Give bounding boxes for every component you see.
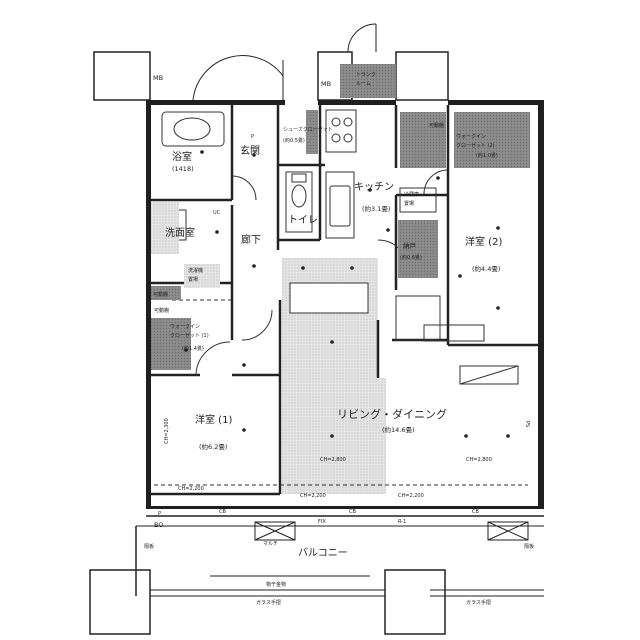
ceiling-height-5: CH=2,200 bbox=[398, 493, 424, 499]
balcony-label: バルコニー bbox=[298, 547, 348, 559]
kitchen-label: キッチン bbox=[354, 181, 394, 193]
p-marker-bottom: P bbox=[158, 511, 161, 517]
uc-marker: UC bbox=[213, 210, 221, 216]
shoe-closet-size: (約0.5畳) bbox=[283, 137, 305, 144]
nando-label: 納戸 bbox=[403, 241, 417, 250]
walkin1-label-2: クローゼット (1) bbox=[170, 332, 209, 339]
bath-label: 浴室 bbox=[172, 150, 192, 163]
western2-size: (約4.4畳) bbox=[472, 264, 500, 273]
ceiling-height-2: CH=2,800 bbox=[466, 457, 492, 463]
washroom-label: 洗面室 bbox=[165, 226, 195, 239]
walkin2-label-1: ウォークイン bbox=[456, 133, 486, 140]
side-panel-left: 隔板 bbox=[144, 543, 154, 550]
mb-label-left: MB bbox=[153, 74, 163, 82]
ceiling-height-1: CH=2,800 bbox=[320, 457, 346, 463]
p-marker: P bbox=[251, 134, 254, 140]
trunk-room-label-2: ルーム bbox=[356, 81, 371, 87]
living-floor bbox=[282, 258, 386, 494]
ps-marker: PS bbox=[524, 421, 530, 427]
movable-shelf-2: 可動棚 bbox=[429, 122, 444, 129]
multi-marker: マルチ bbox=[263, 541, 278, 547]
western2-label: 洋室 (2) bbox=[465, 235, 502, 248]
interior-walls bbox=[151, 105, 538, 496]
ceiling-lights bbox=[184, 150, 510, 438]
cb-marker-3: CB bbox=[472, 509, 479, 515]
cb-marker-2: CB bbox=[349, 509, 356, 515]
laundry-label-2: 置場 bbox=[188, 276, 198, 283]
shoe-closet-label: シューズクローゼット bbox=[283, 126, 333, 133]
shelving bbox=[151, 110, 530, 370]
cb-marker-1: CB bbox=[219, 509, 226, 515]
ceiling-height-3: CH=2,200 bbox=[178, 486, 204, 492]
living-label: リビング・ダイニング bbox=[337, 407, 447, 421]
western1-size: (約6.2畳) bbox=[199, 442, 227, 451]
nando-size: (約0.6畳) bbox=[400, 254, 422, 261]
movable-shelf-1: 可動棚 bbox=[153, 291, 168, 298]
entrance-label: 玄関 bbox=[240, 144, 260, 157]
trunk-room bbox=[340, 64, 396, 98]
ceiling-height-left: CH=2,300 bbox=[164, 418, 170, 444]
drying-rack-label: 物干金物 bbox=[266, 581, 286, 588]
r1-marker: R-1 bbox=[398, 519, 406, 525]
fix-marker: FIX bbox=[318, 519, 326, 525]
exterior-walls bbox=[93, 51, 544, 509]
bo-marker: BO bbox=[154, 521, 163, 529]
movable-shelf-3: 可動棚 bbox=[154, 307, 169, 314]
mb-label-right: MB bbox=[321, 80, 331, 88]
western1-label: 洋室 (1) bbox=[195, 413, 232, 426]
toilet-label: トイレ bbox=[288, 215, 318, 226]
walkin1-label-1: ウォークイン bbox=[170, 323, 200, 330]
kitchen-size: (約3.1畳) bbox=[362, 204, 390, 213]
ceiling-height-4: CH=2,200 bbox=[300, 493, 326, 499]
trunk-room-label-1: トランク bbox=[356, 72, 376, 78]
side-panel-right: 隔板 bbox=[524, 543, 534, 550]
laundry-label-1: 洗濯機 bbox=[188, 267, 203, 274]
fridge-label-2: 置場 bbox=[404, 200, 414, 207]
walkin1-size: (約1.4畳) bbox=[182, 345, 204, 352]
living-size: (約14.6畳) bbox=[382, 425, 415, 434]
balcony bbox=[89, 515, 544, 635]
walkin2-label-2: クローゼット (2) bbox=[456, 142, 495, 149]
glass-rail-left: ガラス手摺 bbox=[256, 599, 281, 606]
walkin2-size: (約1.0畳) bbox=[476, 152, 498, 159]
glass-rail-right: ガラス手摺 bbox=[466, 599, 491, 606]
entrance-door bbox=[192, 23, 377, 101]
corridor-label: 廊下 bbox=[241, 233, 261, 246]
bath-size: (1418) bbox=[172, 165, 194, 173]
fridge-label-1: 冷蔵庫 bbox=[404, 191, 419, 198]
